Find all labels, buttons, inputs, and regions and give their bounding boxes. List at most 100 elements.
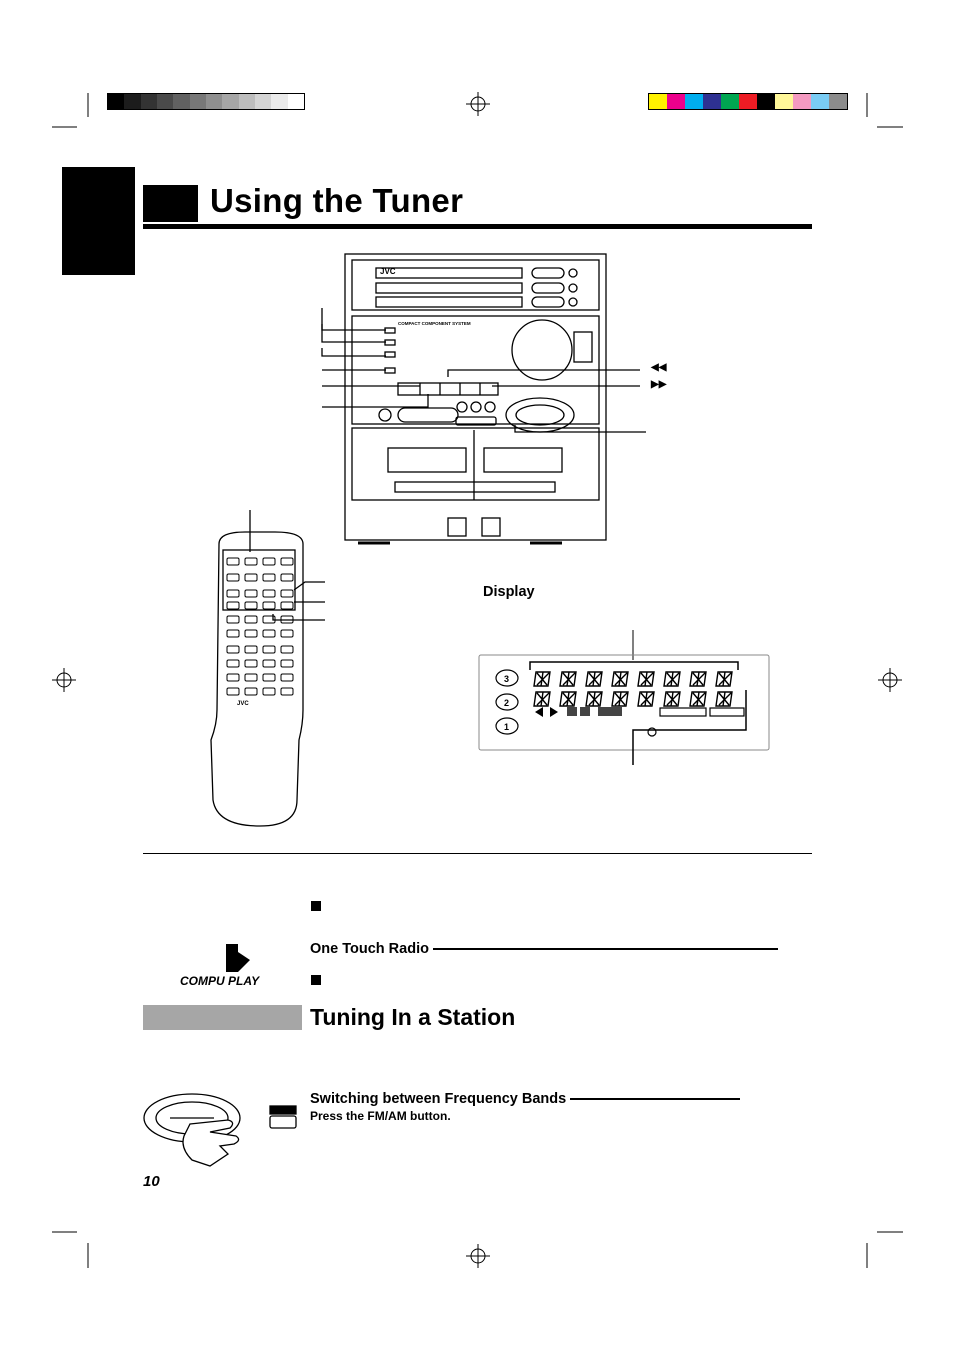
segment-digit [689, 691, 707, 707]
title-rule [143, 224, 812, 229]
segment-digit [637, 671, 655, 687]
tuning-button-illustration [143, 1093, 297, 1167]
remote-button [226, 659, 240, 668]
segment-digit [637, 691, 655, 707]
main-unit-leaders [321, 308, 646, 433]
bullet-2 [311, 975, 321, 985]
segment-digit [611, 691, 629, 707]
segment-digit [663, 691, 681, 707]
gray-swatch [205, 94, 223, 109]
segment-digit [559, 671, 577, 687]
gray-swatch [156, 94, 174, 109]
segment-digit [663, 671, 681, 687]
remote-button [244, 687, 258, 696]
remote-button [244, 601, 258, 610]
svg-text:3: 3 [504, 674, 509, 684]
remote-button [262, 557, 276, 566]
color-swatch [757, 94, 775, 109]
remote-button [226, 557, 240, 566]
color-swatch [829, 94, 847, 109]
section-heading: Tuning In a Station [310, 1004, 516, 1030]
crosshair-top [466, 92, 490, 116]
segment-digit [533, 691, 551, 707]
display-illustration: 3 2 1 [478, 630, 770, 765]
remote-button [262, 601, 276, 610]
remote-button [226, 629, 240, 638]
title-box [143, 185, 198, 222]
remote-button [244, 629, 258, 638]
segment-digit [715, 671, 733, 687]
color-swatch [649, 94, 667, 109]
crosshair-right [878, 668, 902, 692]
page-number: 10 [143, 1173, 160, 1190]
language-tab [62, 167, 135, 275]
gray-swatch [254, 94, 272, 109]
gray-swatch [222, 94, 239, 109]
main-unit-illustration: JVC COMPACT COMPONENT SYSTEM [344, 253, 607, 545]
color-swatch [703, 94, 721, 109]
svg-text:COMPU PLAY: COMPU PLAY [180, 974, 260, 988]
remote-button [244, 573, 258, 582]
svg-text:1: 1 [504, 722, 509, 732]
remote-button [226, 645, 240, 654]
compu-play-logo: COMPU PLAY [178, 942, 278, 988]
segment-digit [559, 691, 577, 707]
color-swatch [721, 94, 739, 109]
crosshair-bottom [466, 1244, 490, 1268]
svg-text:2: 2 [504, 698, 509, 708]
remote-button [280, 659, 294, 668]
section-tab [143, 1005, 302, 1030]
remote-button [280, 687, 294, 696]
registration-bar-color [648, 93, 848, 110]
gray-swatch [140, 94, 157, 109]
bullet-1 [311, 901, 321, 911]
remote-button [262, 659, 276, 668]
main-unit-brand: JVC [380, 267, 396, 276]
color-swatch [667, 94, 685, 109]
remote-button [262, 645, 276, 654]
remote-button [280, 645, 294, 654]
remote-button [244, 645, 258, 654]
remote-button [244, 673, 258, 682]
crosshair-left [52, 668, 76, 692]
remote-button [244, 659, 258, 668]
remote-button [280, 589, 294, 598]
segment-digit [715, 691, 733, 707]
gray-swatch [287, 94, 304, 109]
remote-button [280, 557, 294, 566]
gray-swatch [271, 94, 288, 109]
remote-button [262, 589, 276, 598]
remote-button [280, 601, 294, 610]
segment-digit [689, 671, 707, 687]
segment-digit [611, 671, 629, 687]
remote-brand: JVC [237, 701, 249, 707]
remote-button [226, 687, 240, 696]
registration-bar-gray [107, 93, 305, 110]
gray-swatch [173, 94, 190, 109]
remote-button [262, 673, 276, 682]
remote-button [262, 573, 276, 582]
remote-button [226, 573, 240, 582]
remote-button [244, 589, 258, 598]
one-touch-radio-subheading: One Touch Radio [310, 941, 778, 957]
segment-digit [585, 691, 603, 707]
main-unit-caption: COMPACT COMPONENT SYSTEM [398, 321, 471, 326]
remote-illustration: JVC [210, 510, 325, 827]
remote-button [244, 557, 258, 566]
remote-button [226, 673, 240, 682]
next-symbol: ▶▶ [651, 379, 667, 390]
color-swatch [685, 94, 703, 109]
color-swatch [775, 94, 793, 109]
color-swatch [739, 94, 757, 109]
remote-button [226, 589, 240, 598]
remote-button [280, 629, 294, 638]
color-swatch [793, 94, 811, 109]
remote-button [226, 615, 240, 624]
press-fm-am-instruction: Press the FM/AM button. [310, 1109, 451, 1123]
remote-button [226, 601, 240, 610]
gray-swatch [238, 94, 255, 109]
gray-swatch [108, 94, 125, 109]
gray-swatch [189, 94, 206, 109]
segment-digit [585, 671, 603, 687]
